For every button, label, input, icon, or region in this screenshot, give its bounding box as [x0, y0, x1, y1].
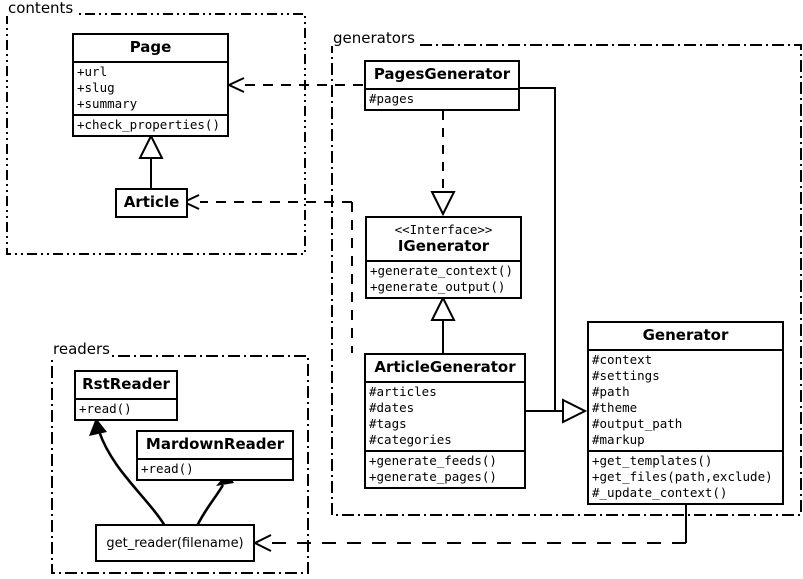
class-member: #_update_context(): [592, 485, 728, 500]
class-attributes-page: +url +slug +summary: [74, 61, 227, 114]
function-name-get-reader: get_reader(filename): [106, 535, 244, 551]
relation-pagesgenerator-realizes-igenerator: [430, 111, 456, 217]
class-member: +generate_context(): [370, 263, 513, 278]
class-member: +generate_feeds(): [369, 453, 497, 468]
class-attributes-pages-generator: #pages: [366, 88, 518, 109]
class-operations-generator: +get_templates() +get_files(path,exclude…: [589, 450, 782, 503]
class-name-generator: Generator: [642, 326, 729, 344]
class-member: #categories: [369, 432, 452, 447]
class-box-article-generator[interactable]: ArticleGenerator #articles #dates #tags …: [364, 353, 526, 489]
class-name-igenerator: IGenerator: [397, 237, 490, 255]
class-stereotype-igenerator: <<Interface>>: [394, 222, 493, 237]
package-label-contents: contents: [6, 0, 76, 17]
class-name-mardown-reader: MardownReader: [145, 435, 285, 453]
class-attributes-article-generator: #articles #dates #tags #categories: [366, 381, 524, 450]
class-member: +read(): [141, 461, 194, 476]
class-box-page[interactable]: Page +url +slug +summary +check_properti…: [72, 33, 229, 137]
class-member: #context: [592, 352, 653, 367]
relation-generator-depends-get-reader: [252, 503, 687, 552]
class-operations-page: +check_properties(): [74, 114, 227, 135]
class-operations-rst-reader: +read(): [76, 398, 176, 419]
class-member: #pages: [369, 91, 415, 106]
class-box-rst-reader[interactable]: RstReader +read(): [74, 370, 178, 421]
class-attributes-generator: #context #settings #path #theme #output_…: [589, 349, 782, 450]
class-member: #theme: [592, 400, 638, 415]
class-member: +check_properties(): [77, 117, 220, 132]
relation-articlegenerator-inherits-generator: [526, 398, 588, 424]
class-member: +slug: [77, 80, 115, 95]
class-member: #output_path: [592, 416, 683, 431]
class-member: +read(): [79, 401, 132, 416]
relation-articlegenerator-inherits-igenerator: [430, 295, 456, 353]
class-box-igenerator[interactable]: <<Interface>> IGenerator +generate_conte…: [365, 216, 522, 299]
class-member: +generate_output(): [370, 279, 506, 294]
class-name-page: Page: [129, 38, 172, 56]
class-member: #markup: [592, 432, 645, 447]
class-operations-article-generator: +generate_feeds() +generate_pages(): [366, 450, 524, 487]
class-name-article-generator: ArticleGenerator: [374, 358, 516, 376]
class-member: #dates: [369, 400, 415, 415]
class-box-generator[interactable]: Generator #context #settings #path #them…: [587, 321, 784, 505]
class-box-article[interactable]: Article: [115, 188, 188, 218]
class-member: #articles: [369, 384, 437, 399]
class-operations-mardown-reader: +read(): [138, 458, 292, 479]
class-box-mardown-reader[interactable]: MardownReader +read(): [136, 430, 294, 481]
class-member: +get_templates(): [592, 453, 713, 468]
class-member: +get_files(path,exclude): [592, 469, 773, 484]
class-member: +generate_pages(): [369, 469, 497, 484]
class-box-pages-generator[interactable]: PagesGenerator #pages: [364, 60, 520, 111]
function-box-get-reader[interactable]: get_reader(filename): [95, 524, 255, 562]
package-label-readers: readers: [51, 340, 112, 358]
relation-articlegenerator-depends-article: [181, 194, 353, 353]
class-member: #settings: [592, 368, 660, 383]
class-member: +url: [77, 64, 108, 79]
class-name-rst-reader: RstReader: [82, 375, 170, 393]
class-member: +summary: [77, 96, 138, 111]
class-name-pages-generator: PagesGenerator: [373, 65, 511, 83]
package-label-generators: generators: [331, 29, 417, 47]
class-member: #tags: [369, 416, 407, 431]
class-name-article: Article: [123, 193, 180, 211]
class-member: #path: [592, 384, 630, 399]
relation-pagesgenerator-depends-page: [226, 77, 363, 93]
relation-article-inherits-page: [138, 133, 164, 188]
class-operations-igenerator: +generate_context() +generate_output(): [367, 260, 520, 297]
